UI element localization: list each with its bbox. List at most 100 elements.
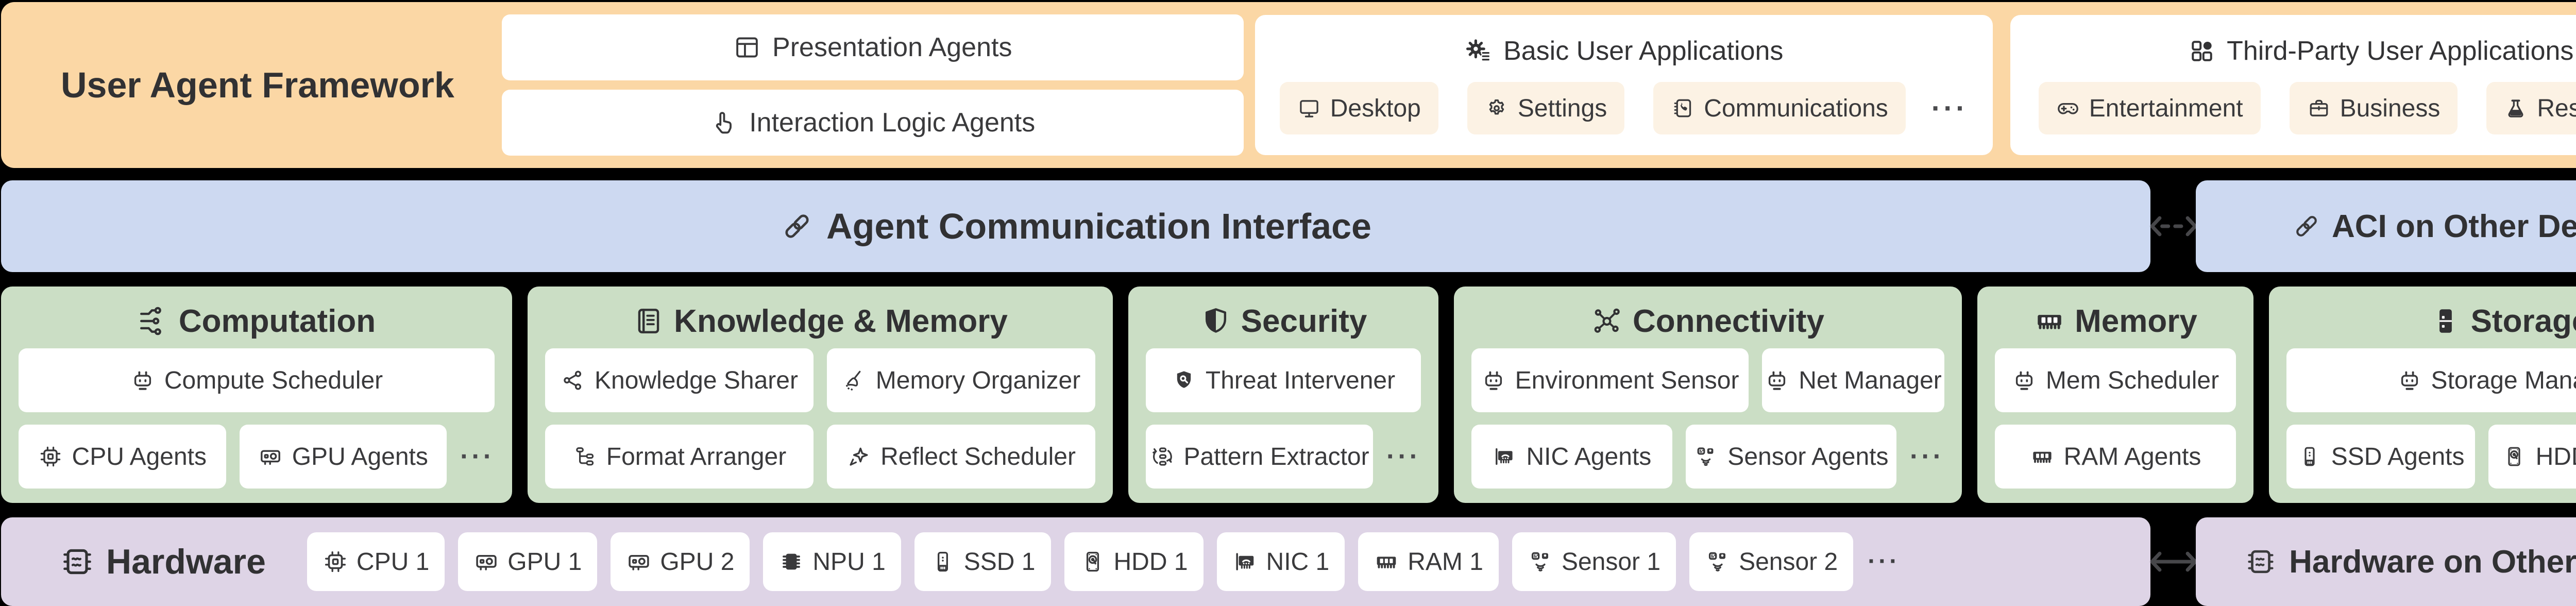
storage-box: Storage Storage Manager SSD Agents HDD A… (2269, 287, 2576, 503)
npu-chip-icon (778, 549, 804, 575)
gpu-agents-label: GPU Agents (292, 443, 428, 470)
net-manager-label: Net Manager (1799, 366, 1942, 394)
basic-apps-title: Basic User Applications (1464, 36, 1783, 66)
presentation-agents-box: Presentation Agents (501, 14, 1244, 80)
sparkle-icon (846, 444, 871, 469)
storage-manager-box: Storage Manager (2286, 348, 2576, 412)
ram-agents-box: RAM Agents (1995, 425, 2236, 489)
loop-nodes-icon (1149, 444, 1174, 469)
circuit-branches-icon (138, 305, 170, 337)
aci-label: Agent Communication Interface (826, 206, 1371, 246)
sensor-agents-label: Sensor Agents (1727, 443, 1889, 470)
subsystems-row: Computation Compute Scheduler CPU Agents… (1, 287, 2576, 503)
nic1-label: NIC 1 (1266, 548, 1330, 576)
basic-user-applications-card: Basic User Applications Desktop Settings… (1255, 15, 1993, 155)
gear-icon (1485, 96, 1509, 120)
connectivity-title: Connectivity (1471, 299, 1944, 343)
pattern-extractor-box: Pattern Extractor (1146, 425, 1374, 489)
hardware-chips-row: CPU 1 GPU 1 GPU 2 NPU 1 SSD 1 HDD 1 NIC … (307, 532, 1900, 591)
memory-organizer-label: Memory Organizer (875, 366, 1081, 394)
computation-title: Computation (19, 299, 495, 343)
third-party-title: Third-Party User Applications (2188, 36, 2573, 66)
business-chip: Business (2289, 82, 2458, 134)
sensor-icon (1693, 444, 1718, 469)
hardware-other-devices-box: Hardware on Other Devices (2196, 517, 2576, 606)
agent-boxes-stack: Presentation Agents Interaction Logic Ag… (501, 14, 1244, 156)
desktop-label: Desktop (1330, 94, 1421, 122)
hardware-title: Hardware (59, 542, 266, 582)
hand-tap-icon (710, 109, 738, 137)
basic-apps-chips: Desktop Settings Communications ··· (1279, 82, 1968, 134)
ram-stick-icon (1374, 549, 1399, 575)
business-label: Business (2340, 94, 2441, 122)
research-chip: Research (2486, 82, 2576, 134)
communications-label: Communications (1704, 94, 1888, 122)
shield-icon (1200, 305, 1232, 337)
ram1-chip: RAM 1 (1358, 532, 1499, 591)
cpu1-chip: CPU 1 (307, 532, 445, 591)
hardware-sync-arrow (2142, 517, 2205, 606)
knowledge-sharer-label: Knowledge Sharer (595, 366, 798, 394)
knowledge-memory-title-label: Knowledge & Memory (674, 303, 1008, 339)
nic-agents-box: NIC Agents (1471, 425, 1672, 489)
gpu2-label: GPU 2 (660, 548, 735, 576)
aci-other-devices-box: ACI on Other Devices (2196, 180, 2576, 272)
aci-sync-arrow (2142, 180, 2205, 272)
sensor1-chip: Sensor 1 (1512, 532, 1676, 591)
hdd1-chip: HDD 1 (1064, 532, 1204, 591)
compute-scheduler-box: Compute Scheduler (19, 348, 495, 412)
third-party-title-label: Third-Party User Applications (2227, 36, 2574, 66)
computation-box: Computation Compute Scheduler CPU Agents… (1, 287, 512, 503)
sensor2-chip: Sensor 2 (1689, 532, 1854, 591)
book-icon (633, 305, 665, 337)
basic-apps-ellipsis: ··· (1931, 92, 1968, 124)
security-ellipsis: ··· (1386, 442, 1421, 472)
format-arranger-label: Format Arranger (606, 443, 787, 470)
knowledge-memory-box: Knowledge & Memory Knowledge Sharer Memo… (528, 287, 1113, 503)
hdd-agents-label: HDD Agents (2535, 443, 2576, 470)
sensor-agents-box: Sensor Agents (1685, 425, 1897, 489)
storage-title-label: Storage (2470, 303, 2576, 339)
security-title: Security (1146, 299, 1421, 343)
threat-intervener-box: Threat Intervener (1146, 348, 1421, 412)
robot-icon (1765, 368, 1789, 393)
format-arranger-box: Format Arranger (545, 425, 814, 489)
gears-icon (1464, 37, 1493, 65)
settings-chip: Settings (1467, 82, 1625, 134)
ssd-agents-box: SSD Agents (2286, 425, 2476, 489)
reflect-scheduler-box: Reflect Scheduler (827, 425, 1095, 489)
nic-agents-label: NIC Agents (1526, 443, 1652, 470)
memory-box: Memory Mem Scheduler RAM Agents (1977, 287, 2253, 503)
hdd-agents-box: HDD Agents (2488, 425, 2576, 489)
security-box: Security Threat Intervener Pattern Extra… (1128, 287, 1438, 503)
third-party-applications-card: Third-Party User Applications Entertainm… (2010, 15, 2576, 155)
gpu1-label: GPU 1 (507, 548, 582, 576)
phone-book-icon (1671, 96, 1694, 120)
desktop-chip: Desktop (1279, 82, 1438, 134)
gpu-card-icon (473, 549, 499, 575)
presentation-agents-label: Presentation Agents (772, 32, 1012, 62)
cpu-agents-label: CPU Agents (72, 443, 207, 470)
memory-title-label: Memory (2075, 303, 2197, 339)
hdd-drive-icon (2502, 444, 2527, 469)
app-grid-icon (2188, 37, 2216, 65)
hardware-other-label: Hardware on Other Devices (2289, 544, 2576, 580)
memory-title: Memory (1995, 299, 2236, 343)
mem-scheduler-box: Mem Scheduler (1995, 348, 2236, 412)
game-controller-icon (2056, 96, 2080, 120)
sensor-icon (1705, 549, 1731, 575)
settings-label: Settings (1517, 94, 1607, 122)
environment-sensor-label: Environment Sensor (1515, 366, 1739, 394)
briefcase-icon (2307, 96, 2331, 120)
ssd-drive-icon (930, 549, 956, 575)
threat-intervener-label: Threat Intervener (1205, 366, 1396, 394)
hardware-chip-icon (59, 543, 96, 580)
flask-icon (2504, 96, 2528, 120)
robot-icon (2397, 368, 2422, 393)
user-agent-framework-band: User Agent Framework Presentation Agents… (1, 2, 2576, 168)
interaction-logic-agents-label: Interaction Logic Agents (749, 108, 1036, 138)
computation-ellipsis: ··· (460, 442, 495, 472)
basic-apps-title-label: Basic User Applications (1503, 36, 1784, 66)
hardware-band: Hardware CPU 1 GPU 1 GPU 2 NPU 1 SSD 1 H… (1, 517, 2150, 606)
research-label: Research (2537, 94, 2576, 122)
